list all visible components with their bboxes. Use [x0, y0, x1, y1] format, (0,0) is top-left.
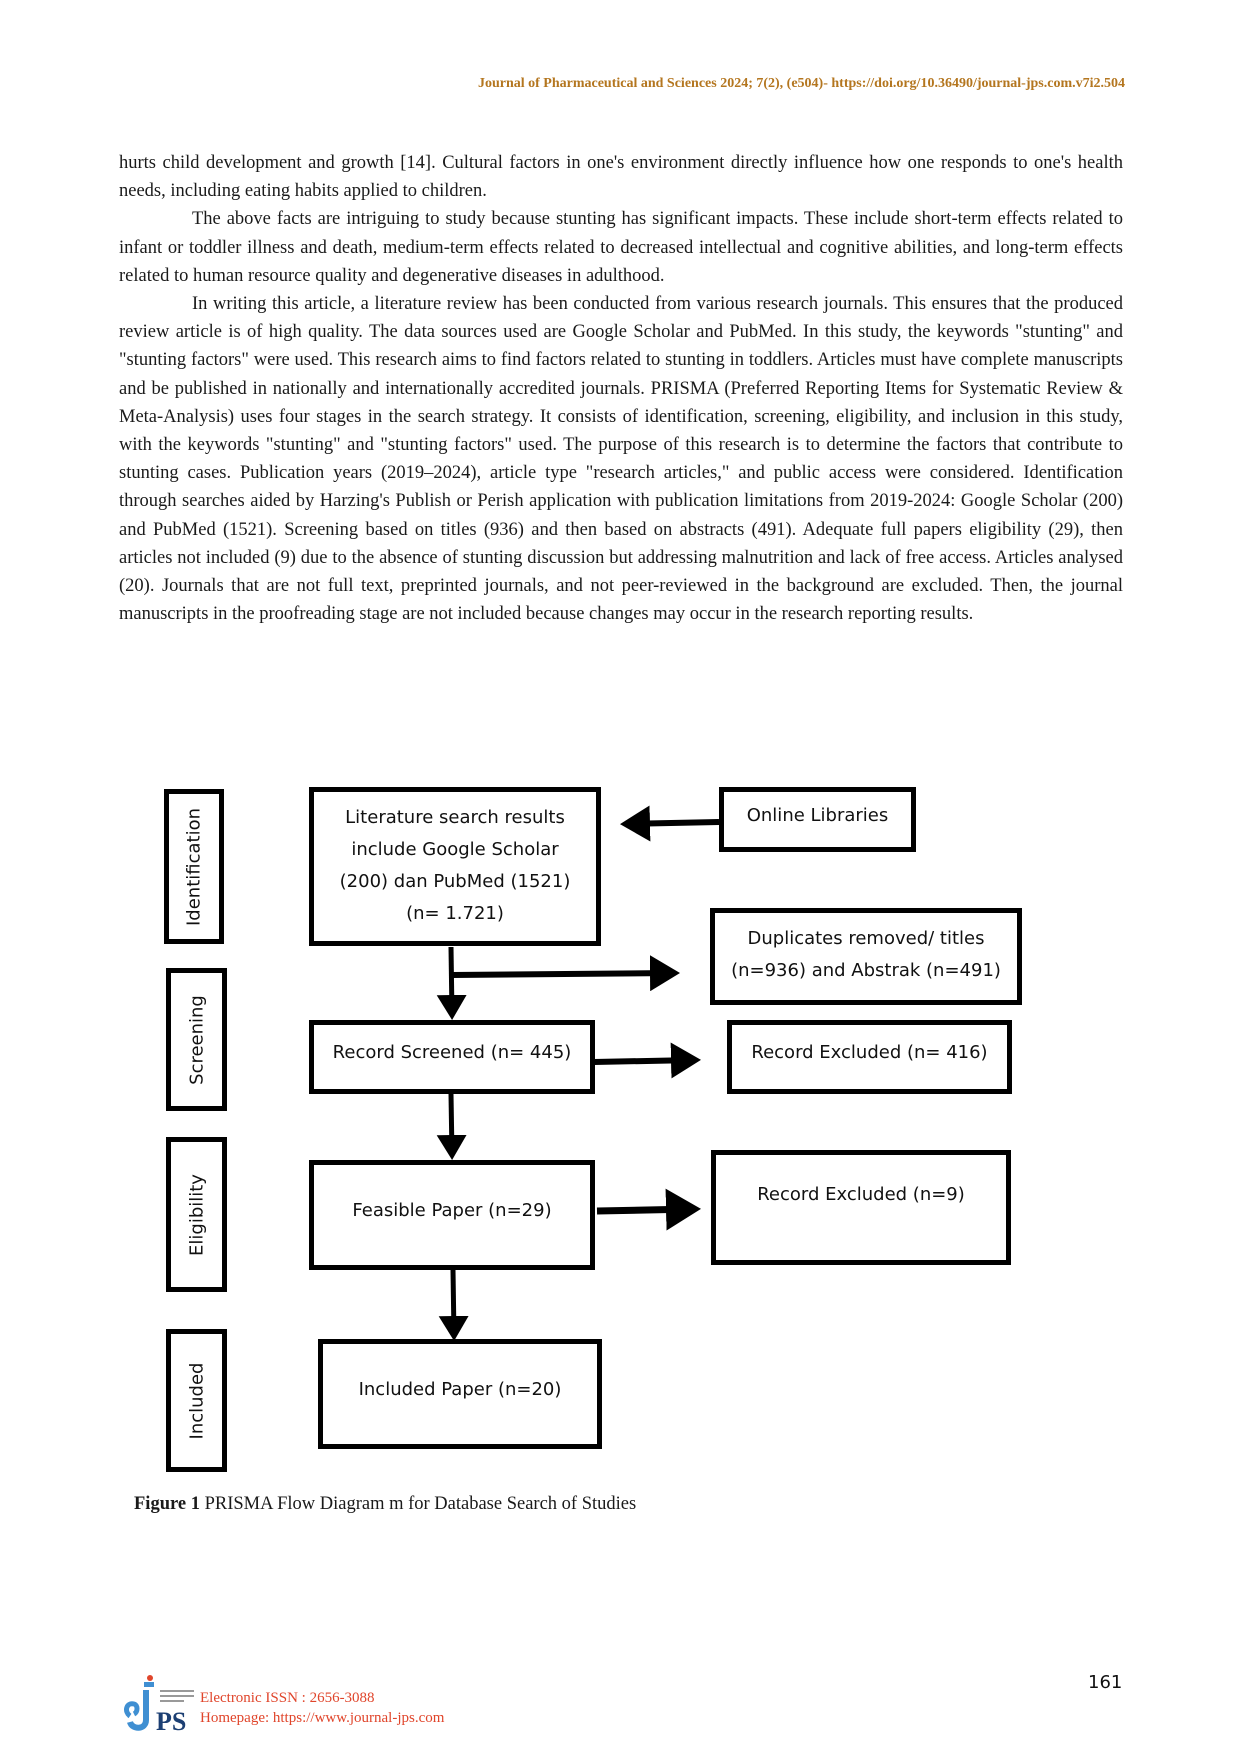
box-line: (200) dan PubMed (1521)	[339, 871, 571, 892]
stage-label: Included	[186, 1362, 207, 1439]
box-record-excluded-416: Record Excluded (n= 416)	[727, 1020, 1012, 1094]
box-line: (n=936) and Abstrak (n=491)	[731, 960, 1001, 981]
stage-included: Included	[166, 1329, 227, 1472]
arrow-screened-to-excluded	[593, 1042, 701, 1079]
stage-label: Screening	[186, 994, 207, 1085]
arrow-to-duplicates	[451, 955, 680, 992]
box-literature-search: Literature search results include Google…	[309, 787, 601, 946]
box-record-screened: Record Screened (n= 445)	[309, 1020, 595, 1094]
stage-label: Eligibility	[186, 1173, 207, 1256]
footer-info: Electronic ISSN : 2656-3088 Homepage: ht…	[200, 1688, 444, 1728]
box-line: Record Screened (n= 445)	[332, 1042, 572, 1063]
box-line: Literature search results	[345, 807, 565, 828]
stage-screening: Screening	[166, 968, 227, 1111]
arrow-feasible-to-included	[438, 1269, 469, 1341]
page-number: 161	[1088, 1672, 1123, 1693]
journal-logo: PS	[122, 1672, 198, 1736]
box-line: Feasible Paper (n=29)	[352, 1200, 552, 1221]
arrow-feasible-to-excluded	[596, 1188, 701, 1231]
journal-logo-icon: PS	[124, 1675, 194, 1736]
stage-label: Identification	[183, 807, 205, 926]
box-line: (n= 1.721)	[406, 903, 504, 924]
figure-caption-text: PRISMA Flow Diagram m for Database Searc…	[199, 1494, 637, 1514]
footer-homepage[interactable]: Homepage: https://www.journal-jps.com	[200, 1710, 445, 1726]
paragraph-2: The above facts are intriguing to study …	[119, 209, 1123, 286]
box-line: include Google Scholar	[351, 839, 559, 860]
arrow-screened-to-feasible	[436, 1093, 467, 1160]
paragraph-3: In writing this article, a literature re…	[119, 294, 1123, 625]
box-line: Online Libraries	[746, 805, 889, 826]
stage-identification: Identification	[164, 789, 224, 944]
box-record-excluded-9: Record Excluded (n=9)	[711, 1150, 1011, 1265]
box-included-paper: Included Paper (n=20)	[318, 1339, 602, 1449]
arrow-online-to-literature	[620, 805, 720, 842]
box-duplicates-removed: Duplicates removed/ titles (n=936) and A…	[710, 908, 1022, 1005]
box-online-libraries: Online Libraries	[719, 787, 916, 852]
stage-eligibility: Eligibility	[166, 1137, 227, 1292]
svg-text:PS: PS	[156, 1707, 186, 1734]
body-text: hurts child development and growth [14].…	[119, 149, 1123, 628]
figure-caption: Figure 1 PRISMA Flow Diagram m for Datab…	[134, 1494, 636, 1515]
box-line: Included Paper (n=20)	[358, 1379, 562, 1400]
arrow-literature-to-screened	[436, 946, 467, 1020]
figure-label: Figure 1	[134, 1494, 200, 1514]
box-line: Record Excluded (n= 416)	[751, 1042, 988, 1063]
box-line: Record Excluded (n=9)	[757, 1184, 965, 1205]
footer-issn: Electronic ISSN : 2656-3088	[200, 1690, 375, 1706]
box-line: Duplicates removed/ titles	[747, 928, 985, 949]
paragraph-1: hurts child development and growth [14].…	[119, 153, 1123, 202]
box-feasible-paper: Feasible Paper (n=29)	[309, 1160, 595, 1270]
running-head: Journal of Pharmaceutical and Sciences 2…	[477, 76, 1125, 91]
